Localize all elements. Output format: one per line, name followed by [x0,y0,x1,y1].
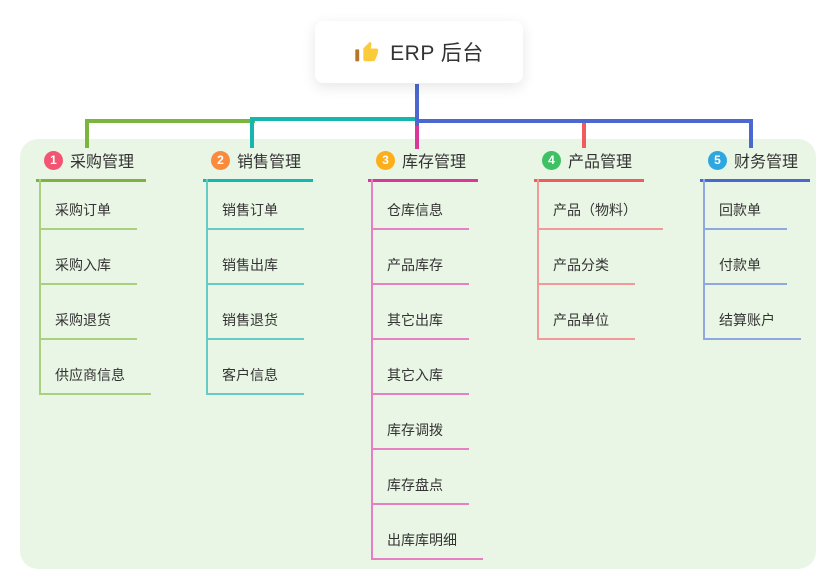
child-node[interactable]: 仓库信息 [371,200,469,230]
child-node[interactable]: 出库库明细 [371,530,483,560]
branch-title: 采购管理 [70,154,135,171]
child-node[interactable]: 库存盘点 [371,475,469,505]
branch-node-2[interactable]: 2 销售管理 [203,148,314,182]
mindmap-panel [20,139,816,569]
child-node[interactable]: 采购退货 [39,310,137,340]
root-node[interactable]: ERP 后台 [315,21,523,83]
branch-badge-5: 5 [708,150,727,170]
connector-branch-2-horizontal [250,117,419,121]
connector-branch-1-drop [85,119,89,148]
child-node[interactable]: 其它入库 [371,365,469,395]
branch-badge-1: 1 [44,150,63,170]
child-node[interactable]: 供应商信息 [39,365,151,395]
connector-root-vertical [415,84,419,132]
connector-branch-3-drop [415,126,419,149]
child-node[interactable]: 结算账户 [703,310,801,340]
branch-badge-4: 4 [542,150,561,170]
branch-spine-4 [537,179,539,340]
child-node[interactable]: 采购入库 [39,255,137,285]
child-node[interactable]: 产品（物料） [537,200,663,230]
branch-node-4[interactable]: 4 产品管理 [534,148,645,182]
child-node[interactable]: 回款单 [703,200,787,230]
child-node[interactable]: 产品单位 [537,310,635,340]
child-node[interactable]: 产品库存 [371,255,469,285]
child-node[interactable]: 销售出库 [206,255,304,285]
branch-title: 销售管理 [237,154,302,171]
branch-spine-3 [371,179,373,560]
connector-branch-1-horizontal [85,119,255,123]
connector-branch-5-drop [749,120,753,148]
branch-spine-1 [39,179,41,395]
branch-title: 库存管理 [402,154,467,171]
thumbs-up-icon [354,39,380,65]
root-title: ERP 后台 [390,42,484,65]
connector-branch-2-drop [250,117,254,148]
connector-branch-4-drop [582,121,586,148]
child-node[interactable]: 销售退货 [206,310,304,340]
branch-badge-3: 3 [376,150,395,170]
branch-spine-5 [703,179,705,340]
branch-node-5[interactable]: 5 财务管理 [700,148,811,182]
branch-title: 财务管理 [734,154,799,171]
branch-spine-2 [206,179,208,395]
branch-node-3[interactable]: 3 库存管理 [368,148,479,182]
child-node[interactable]: 其它出库 [371,310,469,340]
connector-branch-5-horizontal [417,119,753,123]
child-node[interactable]: 库存调拨 [371,420,469,450]
child-node[interactable]: 客户信息 [206,365,304,395]
branch-node-1[interactable]: 1 采购管理 [36,148,147,182]
child-node[interactable]: 付款单 [703,255,787,285]
child-node[interactable]: 销售订单 [206,200,304,230]
branch-badge-2: 2 [211,150,230,170]
child-node[interactable]: 产品分类 [537,255,635,285]
child-node[interactable]: 采购订单 [39,200,137,230]
branch-title: 产品管理 [568,154,633,171]
